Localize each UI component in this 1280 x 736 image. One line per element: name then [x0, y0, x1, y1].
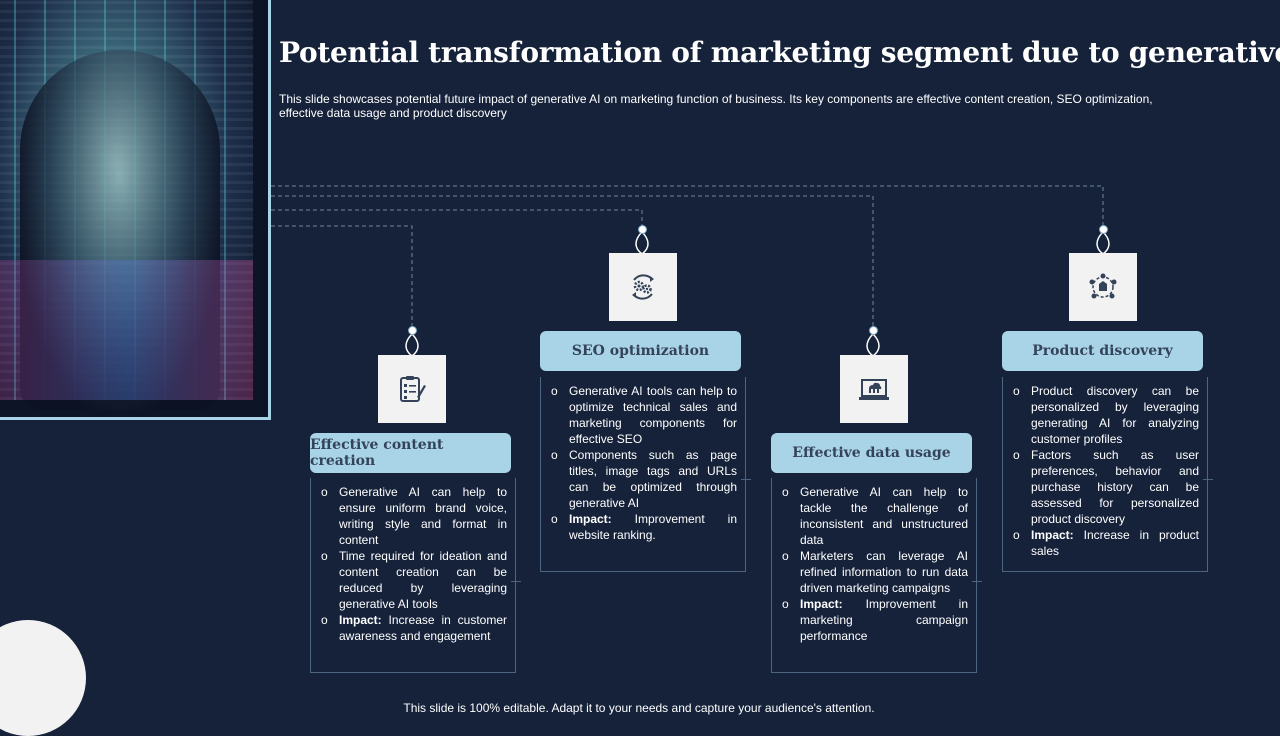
bullet-item: Impact: Increase in product sales — [1013, 527, 1199, 559]
card-bullets: Generative AI can help to tackle the cha… — [772, 478, 976, 650]
bullet-item: Impact: Increase in customer awareness a… — [321, 612, 507, 644]
connector-line-3 — [271, 195, 874, 328]
icon-box-content-creation — [378, 355, 446, 423]
bullet-item: Generative AI can help to ensure uniform… — [321, 484, 507, 548]
product-network-icon — [1089, 273, 1117, 299]
bullet-item: Marketers can leverage AI refined inform… — [782, 548, 968, 596]
connector-line-4 — [271, 185, 1104, 226]
icon-box-product-discovery — [1069, 253, 1137, 321]
heading-seo-optimization: SEO optimization — [540, 331, 741, 371]
gears-cycle-icon — [632, 274, 654, 300]
bullet-item: Impact: Improvement in website ranking. — [551, 511, 737, 543]
heading-effective-content-creation: Effective content creation — [310, 433, 511, 473]
icon-box-data-usage — [840, 355, 908, 423]
page-title: Potential transformation of marketing se… — [279, 36, 1280, 69]
card-bullets: Generative AI can help to ensure uniform… — [311, 478, 515, 650]
pin-1 — [408, 326, 417, 335]
card-effective-content-creation: Generative AI can help to ensure uniform… — [310, 478, 516, 673]
pin-4 — [1099, 225, 1108, 234]
photo-glow — [0, 260, 253, 400]
card-tick — [511, 581, 521, 582]
hanger-loop-4 — [1096, 231, 1110, 255]
bullet-item: Factors such as user preferences, behavi… — [1013, 447, 1199, 527]
card-bullets: Product discovery can be personalized by… — [1003, 377, 1207, 565]
checklist-pen-icon — [400, 376, 426, 402]
card-product-discovery: Product discovery can be personalized by… — [1002, 377, 1208, 572]
cloud-laptop-icon — [859, 379, 889, 400]
bullet-item: Product discovery can be personalized by… — [1013, 383, 1199, 447]
photo-portrait — [20, 50, 220, 410]
heading-effective-data-usage: Effective data usage — [771, 433, 972, 473]
icon-box-seo — [609, 253, 677, 321]
pin-3 — [869, 326, 878, 335]
connector-line-1 — [271, 225, 413, 328]
page-subtitle: This slide showcases potential future im… — [279, 92, 1153, 120]
hanger-loop-3 — [866, 333, 880, 357]
hero-photo — [0, 0, 271, 420]
bullet-item: Generative AI tools can help to optimize… — [551, 383, 737, 447]
card-tick — [972, 581, 982, 582]
card-effective-data-usage: Generative AI can help to tackle the cha… — [771, 478, 977, 673]
bullet-item: Time required for ideation and content c… — [321, 548, 507, 612]
hanger-loop-2 — [635, 231, 649, 255]
bullet-item: Impact: Improvement in marketing campaig… — [782, 596, 968, 644]
pin-2 — [638, 225, 647, 234]
card-bullets: Generative AI tools can help to optimize… — [541, 377, 745, 549]
card-tick — [1203, 479, 1213, 480]
bullet-item: Generative AI can help to tackle the cha… — [782, 484, 968, 548]
bullet-item: Components such as page titles, image ta… — [551, 447, 737, 511]
connector-line-2 — [271, 209, 643, 226]
card-tick — [741, 479, 751, 480]
card-seo-optimization: Generative AI tools can help to optimize… — [540, 377, 746, 572]
heading-product-discovery: Product discovery — [1002, 331, 1203, 371]
hanger-loop-1 — [405, 333, 419, 357]
footer-note: This slide is 100% editable. Adapt it to… — [403, 701, 875, 715]
